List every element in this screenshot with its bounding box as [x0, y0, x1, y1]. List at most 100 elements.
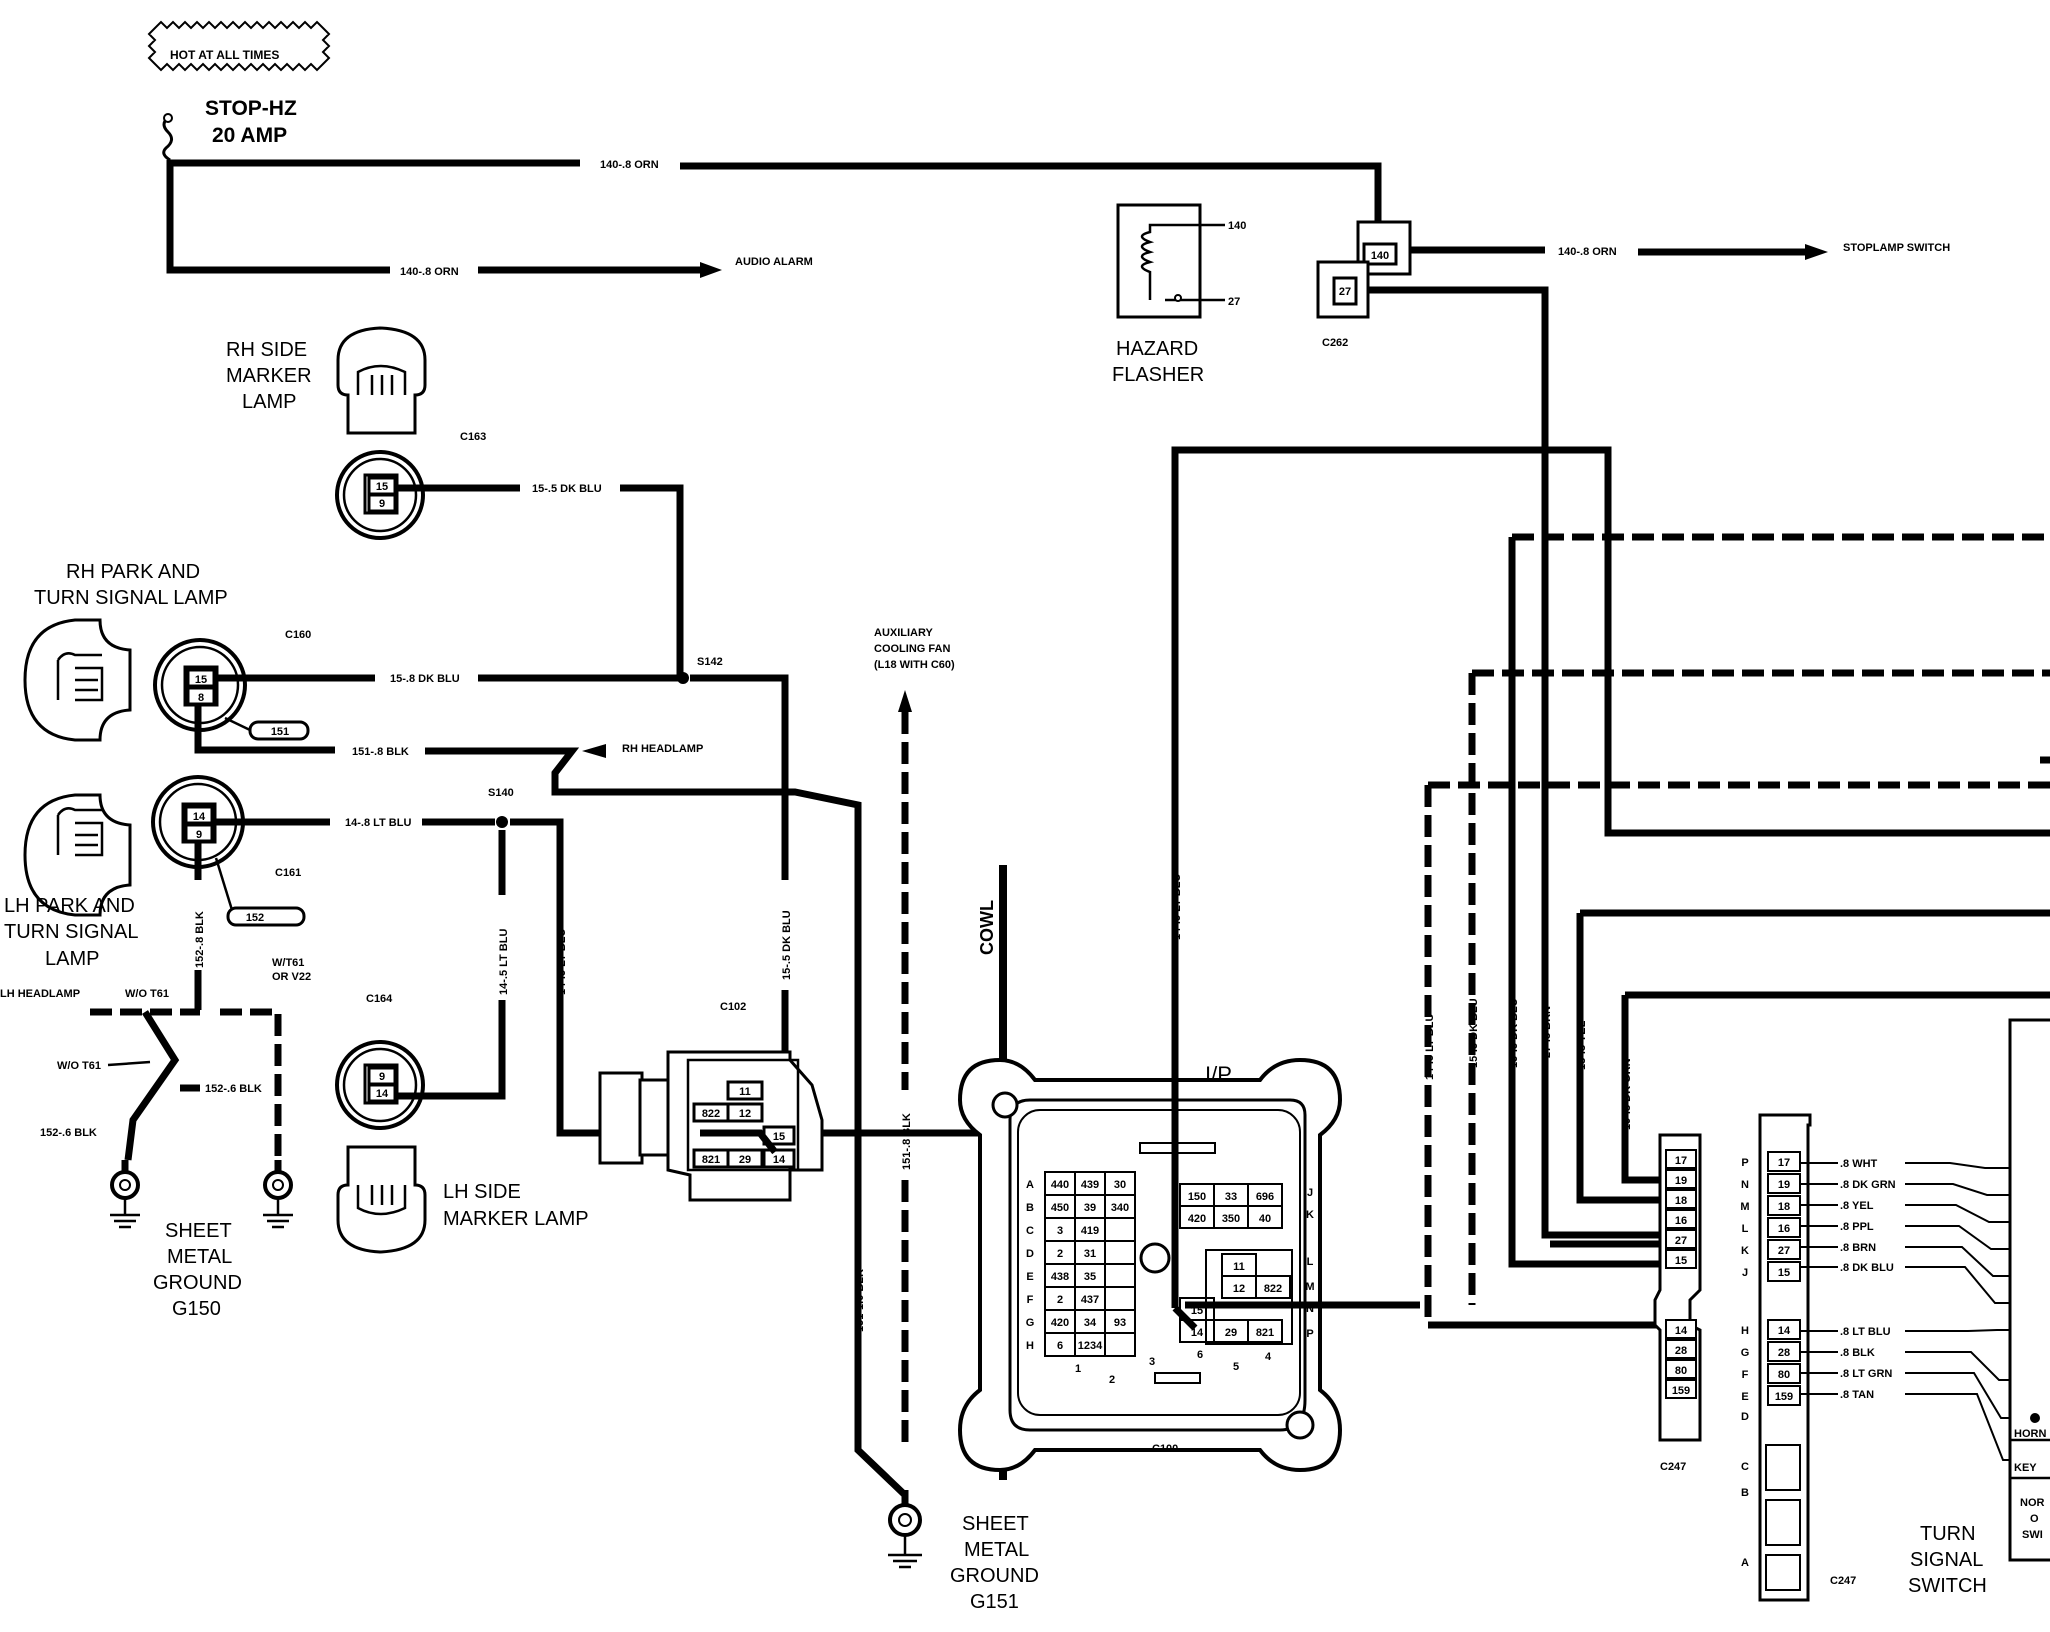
tag-152-text: 152 [246, 912, 264, 924]
hot-at-all-times-burst: HOT AT ALL TIMES [147, 20, 331, 72]
turn-signal-wire-label: .8 BRN [1840, 1242, 1876, 1254]
c100-pin: 14 [1191, 1327, 1204, 1339]
c247-left-pin: 159 [1672, 1385, 1690, 1397]
tag-152 [226, 906, 306, 927]
c247-row-letter: K [1741, 1245, 1749, 1257]
turn-signal-label-2: SIGNAL [1910, 1549, 1983, 1571]
c100-pin: 6 [1057, 1340, 1063, 1352]
wire-15-8-dkblu-label: 15-.8 DK BLU [390, 673, 460, 685]
c100-right-row-letter: K [1306, 1209, 1314, 1221]
turn-signal-wire-label: .8 BLK [1840, 1347, 1875, 1359]
c247-left-pin: 27 [1675, 1235, 1687, 1247]
turn-signal-wire-label: .8 DK BLU [1840, 1262, 1894, 1274]
c100-pin: 39 [1084, 1202, 1096, 1214]
c100-pin: 420 [1188, 1213, 1206, 1225]
fuse-symbol [162, 116, 173, 162]
c100-pin: 419 [1081, 1225, 1099, 1237]
wire-14-5-ltblu-b-label: 14-.5 LT BLU [556, 929, 568, 995]
c100-pin: 2 [1057, 1248, 1063, 1260]
c100-pin: 340 [1111, 1202, 1129, 1214]
c247-row-letter: M [1740, 1201, 1749, 1213]
c247-left-pin: 28 [1675, 1345, 1687, 1357]
c262-pin-140: 140 [1371, 250, 1389, 262]
c100-row-letter: H [1026, 1340, 1034, 1352]
wire-15-5-dkblu-v-label: 15-.5 DK BLU [781, 910, 793, 980]
stoplamp-arrow [1805, 244, 1828, 260]
rh-side-marker-label-1: RH SIDE [226, 339, 307, 361]
flasher-pin-140: 140 [1228, 220, 1246, 232]
wire-v-19-dkgrn-label: 19-.8 DK GRN [1621, 1058, 1633, 1130]
c247-row-letter: F [1742, 1369, 1749, 1381]
c100-right-row-letter: J [1307, 1187, 1313, 1199]
c247-right-pin: 17 [1778, 1157, 1790, 1169]
wire-152-6-blk-b-label: 152-.6 BLK [40, 1127, 97, 1139]
c102-pin-11: 11 [739, 1086, 751, 1098]
g150-label-3: GROUND [153, 1272, 242, 1294]
c100-pin: 439 [1081, 1179, 1099, 1191]
turn-signal-switch-body [2008, 1018, 2050, 1562]
turn-signal-wire-label: .8 YEL [1840, 1200, 1874, 1212]
rh-side-marker-label-2: MARKER [226, 365, 312, 387]
aux-fan-label-1: AUXILIARY [874, 627, 934, 639]
c247-row-letter: J [1742, 1267, 1748, 1279]
c247-right-pin: 16 [1778, 1223, 1790, 1235]
c247-right-pin: 80 [1778, 1369, 1790, 1381]
c247-left-pin: 18 [1675, 1195, 1687, 1207]
c100-row-letter: F [1027, 1294, 1034, 1306]
c163-pin-15: 15 [376, 481, 388, 493]
c247-left-pin: 17 [1675, 1155, 1687, 1167]
c247-left-pin: 80 [1675, 1365, 1687, 1377]
c247-row-letter: A [1741, 1557, 1749, 1569]
lh-park-label-2: TURN SIGNAL [4, 921, 138, 943]
s140-label: S140 [488, 787, 514, 799]
wire-152-6-blk-a-label: 152-.6 BLK [205, 1083, 262, 1095]
turn-signal-wire-label: .8 LT BLU [1840, 1326, 1891, 1338]
c100-connector [957, 1057, 1343, 1473]
c247-right-pin: 28 [1778, 1347, 1790, 1359]
c100-pin: 350 [1222, 1213, 1240, 1225]
aux-fan-label-2: COOLING FAN [874, 643, 950, 655]
hazard-flasher-element [1140, 223, 1200, 302]
wire-v-15-dkblu-a-label: 15-.5 DK BLU [1468, 998, 1480, 1068]
cowl-label: COWL [977, 900, 997, 955]
c100-pin: 696 [1256, 1191, 1274, 1203]
wire-14-5-ltblu-a-label: 14-.5 LT BLU [498, 929, 510, 995]
c161-pin-9: 9 [196, 829, 202, 841]
c102-pin-29: 29 [739, 1154, 751, 1166]
c102-pin-15: 15 [773, 1131, 785, 1143]
turn-signal-label-3: SWITCH [1908, 1575, 1987, 1597]
c163-label: C163 [460, 431, 486, 443]
wt61-label-2: OR V22 [272, 971, 311, 983]
audio-alarm-label: AUDIO ALARM [735, 256, 813, 268]
c100-right-row-letter: L [1307, 1256, 1314, 1268]
c100-right-row-letter: M [1305, 1281, 1314, 1293]
c247-label-a: C247 [1660, 1461, 1686, 1473]
c247-left-pin: 14 [1675, 1325, 1688, 1337]
turn-signal-wire-label: .8 PPL [1840, 1221, 1874, 1233]
c163-pin-9: 9 [379, 498, 385, 510]
wire-v-27-brn-label: 27-.8 BRN [1541, 1006, 1553, 1058]
wt61-label-1: W/T61 [272, 957, 304, 969]
wire-v-15-dkblu-b-label: 15-.5 DK BLU [1508, 998, 1520, 1068]
g151-label-2: METAL [964, 1539, 1029, 1561]
fuse-terminal [163, 113, 173, 123]
c100-pin: 2 [1057, 1294, 1063, 1306]
c247-row-letter: D [1741, 1411, 1749, 1423]
c247-row-letter: P [1741, 1157, 1748, 1169]
c100-pin: 150 [1188, 1191, 1206, 1203]
norm-label-2: O [2030, 1513, 2039, 1525]
c160-pin-8: 8 [198, 692, 204, 704]
c100-pin: 450 [1051, 1202, 1069, 1214]
c247-label-b: C247 [1830, 1575, 1856, 1587]
c262-pin-27: 27 [1339, 286, 1351, 298]
rh-side-marker-label-3: LAMP [242, 391, 296, 413]
wo-t61-a-label: W/O T61 [125, 988, 169, 1000]
c100-right-row-letter: N [1306, 1303, 1314, 1315]
lh-side-marker-label-1: LH SIDE [443, 1181, 521, 1203]
key-label: KEY [2014, 1462, 2037, 1474]
c262-pin-27-box [1332, 276, 1358, 306]
lh-park-label-3: LAMP [45, 948, 99, 970]
c160-label: C160 [285, 629, 311, 641]
